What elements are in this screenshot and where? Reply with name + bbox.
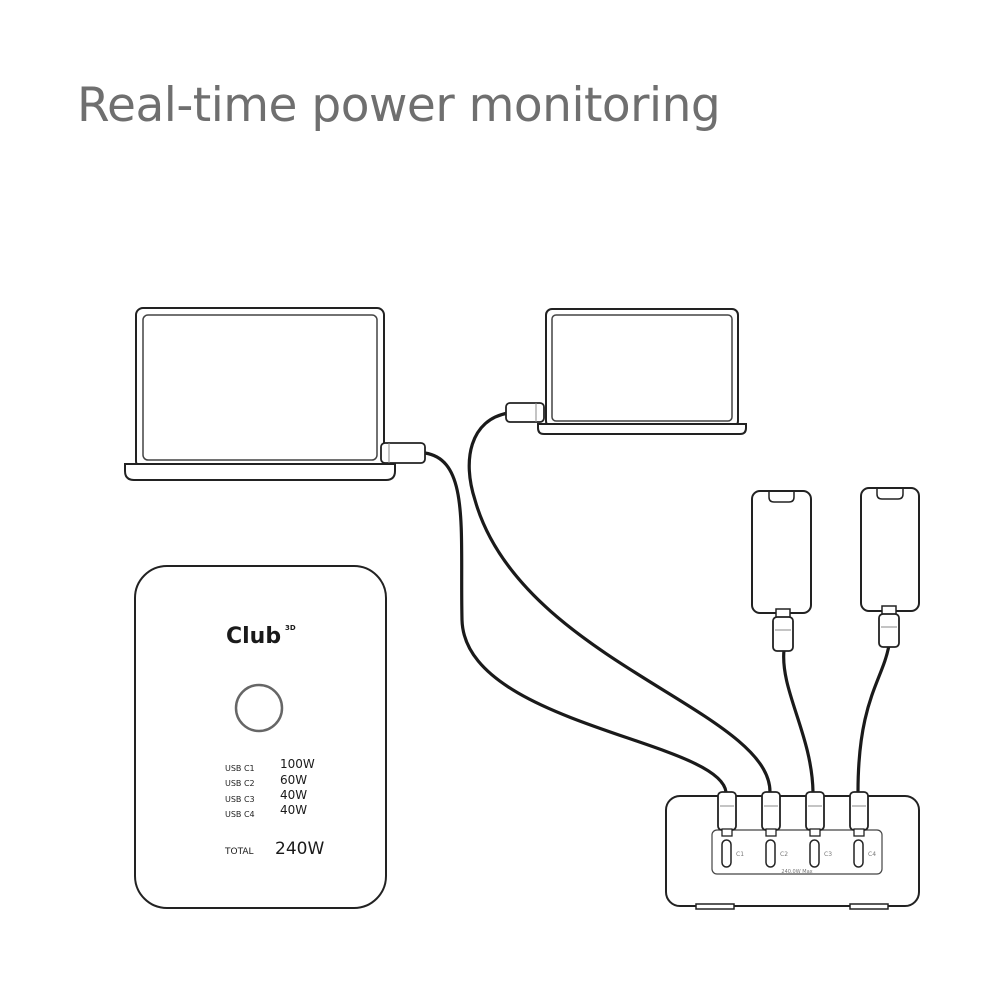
power-ring-icon (234, 683, 284, 733)
cable-c2-small-laptop (467, 411, 772, 794)
usb-c-plug-c3 (805, 791, 825, 837)
row-label-c1: USB C1 (225, 764, 255, 773)
row-value-c1: 100W (280, 757, 315, 771)
usb-c-plug-c1 (717, 791, 737, 837)
headline: Real-time power monitoring (77, 78, 721, 133)
port-label-c2: C2 (780, 851, 788, 858)
display-panel: Club 3D USB C1 100W USB C2 60W USB C3 40… (134, 565, 387, 909)
cable-c3-phone-left (782, 648, 815, 794)
laptop-small (537, 308, 747, 435)
cable-c4-phone-right (856, 643, 891, 794)
row-label-c2: USB C2 (225, 779, 255, 788)
total-label: TOTAL (224, 847, 254, 857)
row-label-c3: USB C3 (225, 795, 255, 804)
port-c3-socket (809, 839, 820, 868)
club3d-logo: Club 3D (226, 624, 296, 649)
usb-c-plug-large-laptop (380, 442, 426, 464)
port-c2-socket (765, 839, 776, 868)
row-value-c3: 40W (280, 788, 307, 802)
row-value-c2: 60W (280, 773, 307, 787)
port-c4-socket (853, 839, 864, 868)
cable-c1-large-laptop (423, 451, 728, 794)
brand-logo-text: Club (226, 624, 281, 649)
port-c1-socket (721, 839, 732, 868)
max-power-label: 240.0W Max (781, 869, 812, 875)
usb-c-plug-phone-right (878, 605, 900, 648)
port-label-c1: C1 (736, 851, 744, 858)
port-label-c4: C4 (868, 851, 876, 858)
charger-plugs (717, 791, 869, 837)
row-label-c4: USB C4 (225, 810, 255, 819)
row-value-c4: 40W (280, 803, 307, 817)
usb-c-plug-phone-left (772, 608, 794, 652)
phone-left (751, 490, 812, 614)
charger: C1 C2 C3 C4 240.0W Max (665, 795, 920, 910)
usb-c-plug-c4 (849, 791, 869, 837)
usb-c-plug-small-laptop (505, 402, 545, 423)
usb-c-plug-c2 (761, 791, 781, 837)
brand-logo-sup: 3D (285, 624, 296, 632)
phone-right (860, 487, 920, 612)
cables (423, 411, 891, 794)
total-value: 240W (275, 839, 324, 859)
laptop-large (124, 307, 396, 481)
port-label-c3: C3 (824, 851, 832, 858)
